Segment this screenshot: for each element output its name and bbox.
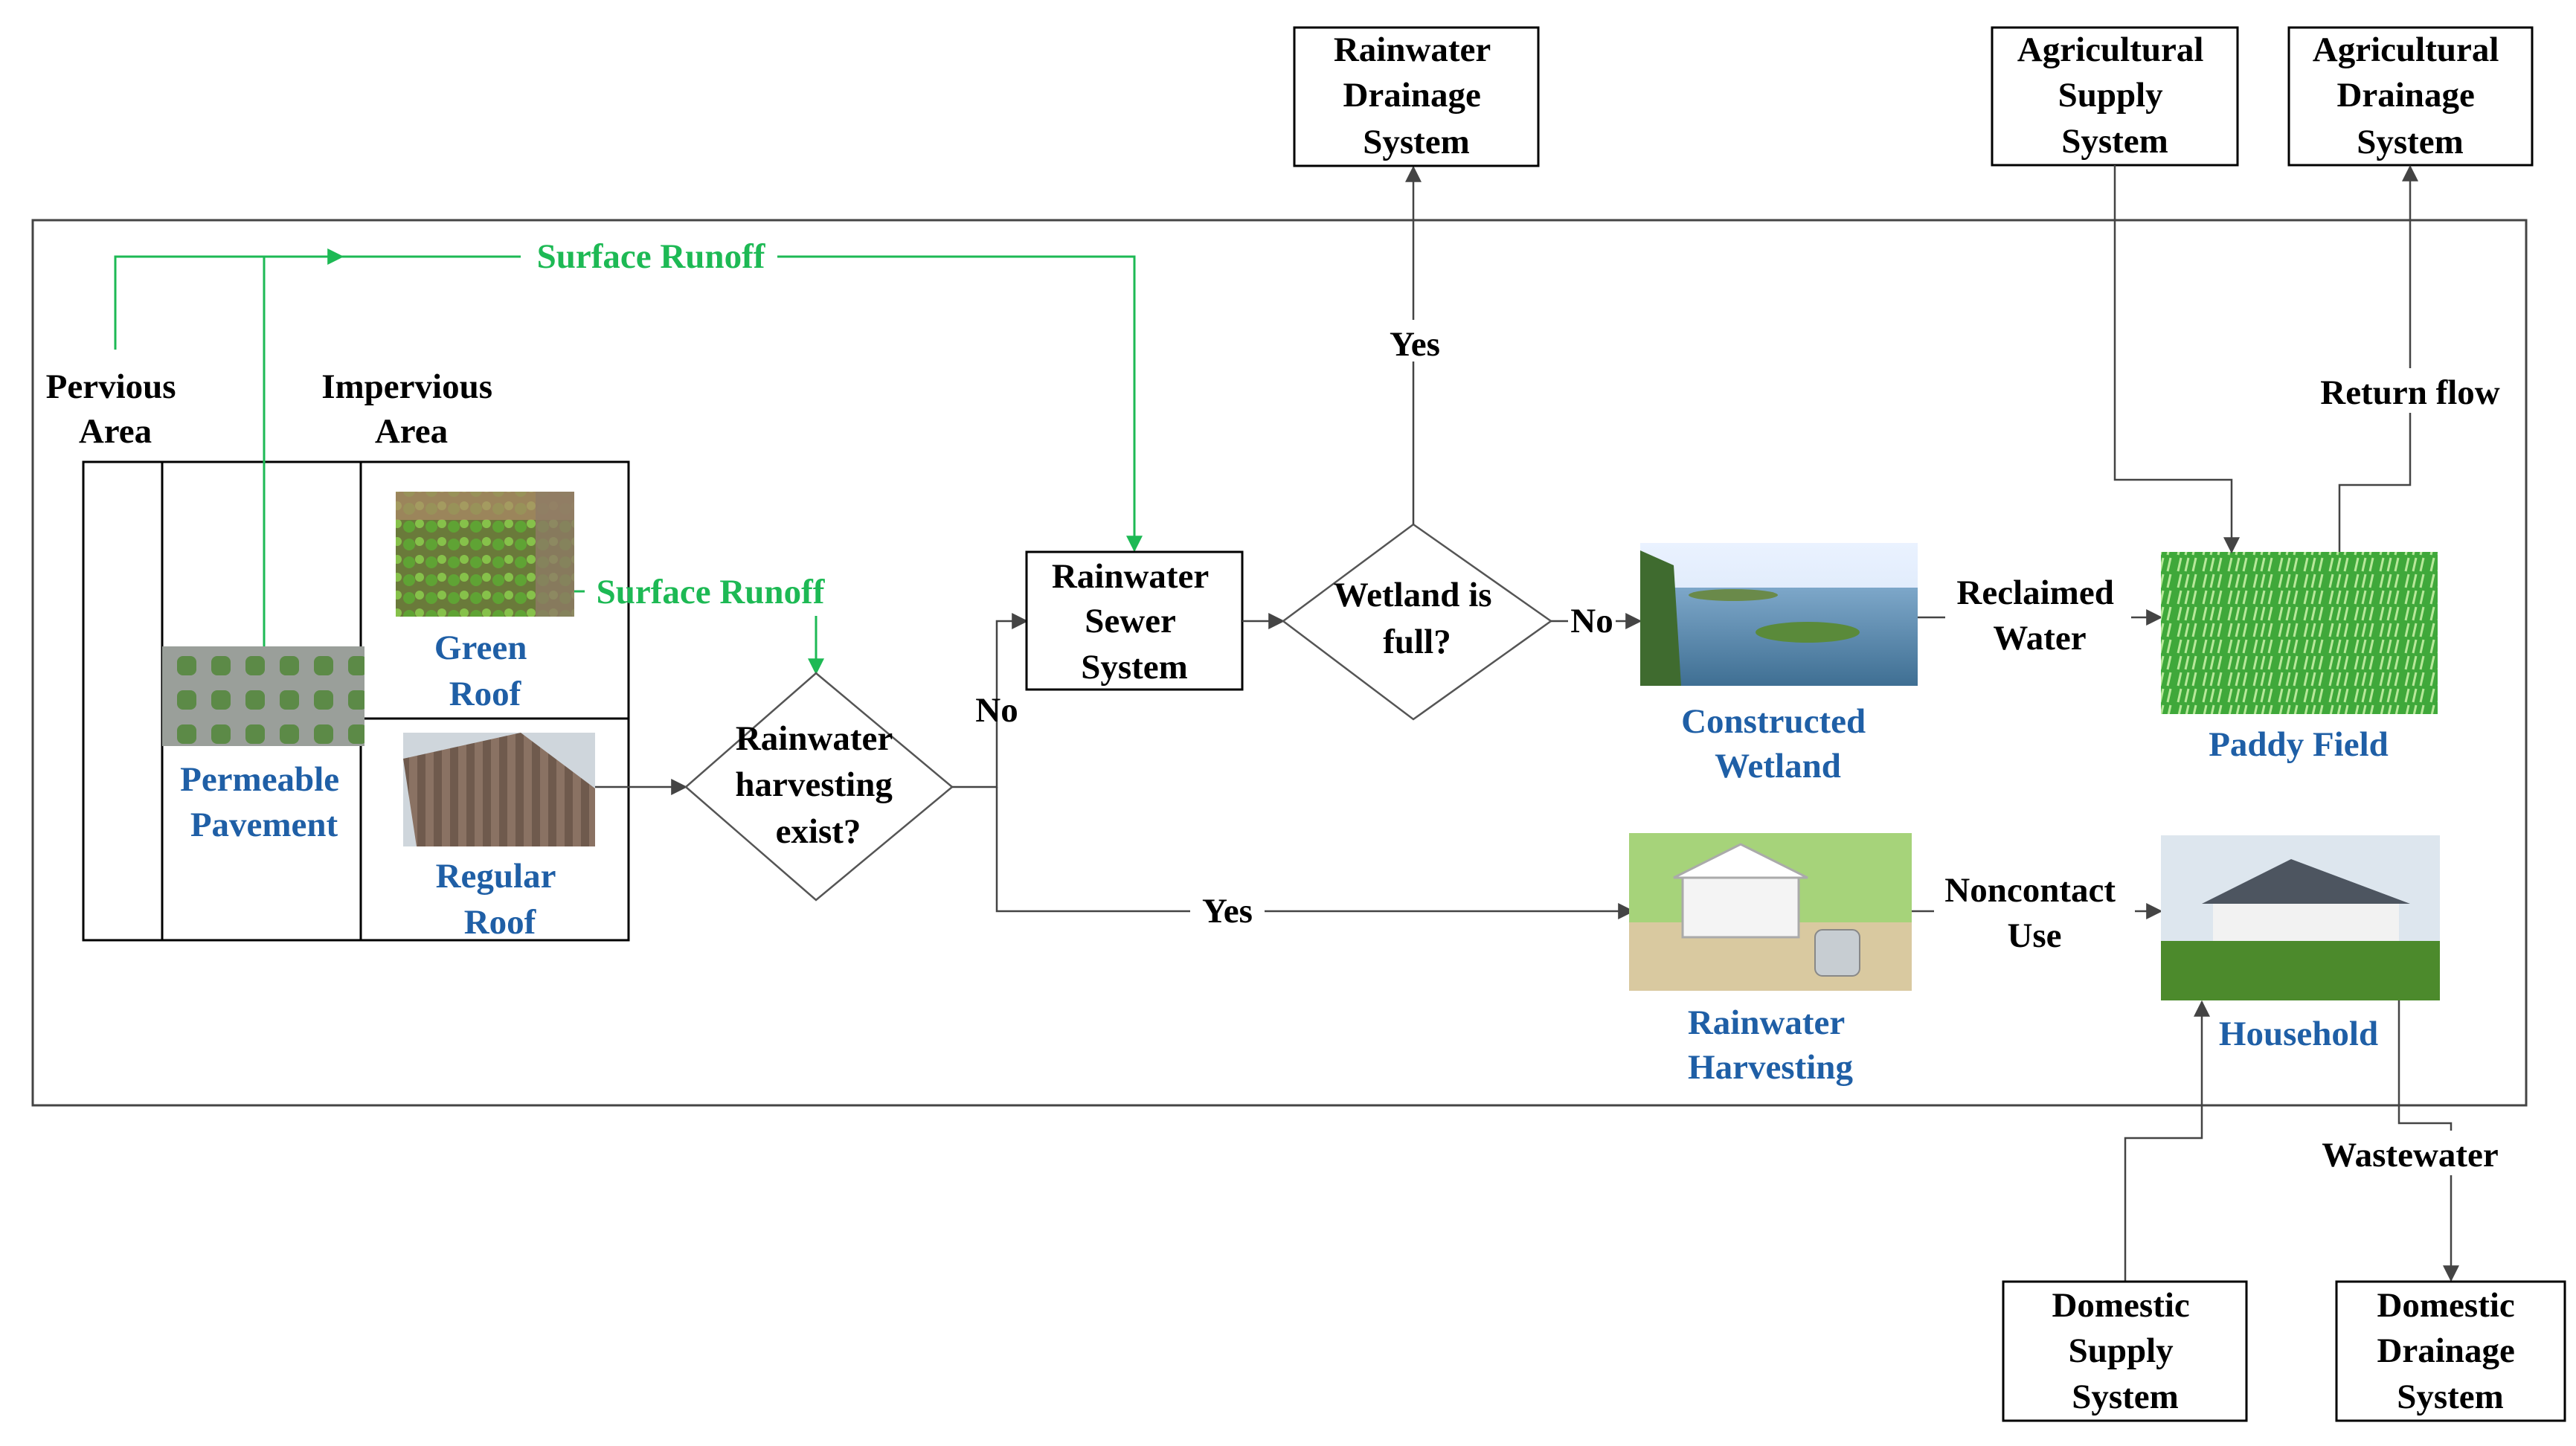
pervious-area-label: Pervious Area <box>46 367 185 451</box>
household-label: Household <box>2219 1015 2378 1053</box>
noncontact-use-label: Noncontact Use <box>1944 871 2124 955</box>
agricultural-supply-system-box <box>1991 26 2239 167</box>
constructed-wetland-label: Constructed Wetland <box>1681 702 1875 785</box>
impervious-area-label: Impervious Area <box>321 367 501 451</box>
domestic-drainage-system-box <box>2335 1280 2566 1422</box>
wetland-decision-label: Wetland is full? <box>1334 576 1501 661</box>
permeable-pavement-label: Permeable Pavement <box>180 760 348 844</box>
agricultural-supply-system-label: Agricultural Supply System <box>2017 30 2212 161</box>
rainwater-sewer-system-label: Rainwater Sewer System <box>1052 557 1217 687</box>
wetland-photo <box>1640 543 1918 686</box>
wetland-decision <box>1281 523 1553 721</box>
paddy-field-photo <box>2161 552 2438 714</box>
agricultural-drainage-system-box <box>2287 26 2534 167</box>
no-label-wetland: No <box>1570 602 1613 640</box>
domestic-drainage-system-label: Domestic Drainage System <box>2377 1286 2523 1416</box>
surface-runoff-label-roof: Surface Runoff <box>597 573 826 611</box>
domestic-supply-system-box <box>2002 1280 2248 1422</box>
system-boundary <box>31 219 2528 1107</box>
rainwater-drainage-system-box <box>1293 26 1540 167</box>
rainwater-sewer-system-box <box>1025 550 1244 691</box>
regular-roof-photo <box>403 733 595 846</box>
regular-roof-label: Regular Roof <box>436 857 565 942</box>
return-flow-label: Return flow <box>2320 373 2500 412</box>
surface-runoff-label-top: Surface Runoff <box>537 237 766 276</box>
agricultural-drainage-system-label: Agricultural Drainage System <box>2313 30 2508 161</box>
permeable-pavement-photo <box>162 646 364 746</box>
reclaimed-water-label: Reclaimed Water <box>1956 573 2122 658</box>
rainwater-harvesting-illustration <box>1629 833 1912 991</box>
rainwater-harvesting-label: Rainwater Harvesting <box>1688 1003 1854 1087</box>
rainwater-drainage-system-label: Rainwater Drainage System <box>1334 30 1499 161</box>
harvesting-decision-label: Rainwater harvesting exist? <box>735 719 901 851</box>
harvesting-decision <box>684 672 954 902</box>
household-photo <box>2161 835 2440 1000</box>
no-label-harvesting: No <box>975 691 1018 730</box>
green-roof-photo <box>396 492 574 617</box>
yes-label-wetland: Yes <box>1390 325 1440 364</box>
wastewater-label: Wastewater <box>2322 1136 2499 1175</box>
green-roof-label: Green Roof <box>434 629 536 713</box>
domestic-supply-system-label: Domestic Supply System <box>2052 1286 2198 1416</box>
yes-label-harvesting: Yes <box>1202 892 1253 931</box>
surface-runoff-flow <box>114 248 1143 675</box>
paddy-field-label: Paddy Field <box>2209 725 2389 764</box>
